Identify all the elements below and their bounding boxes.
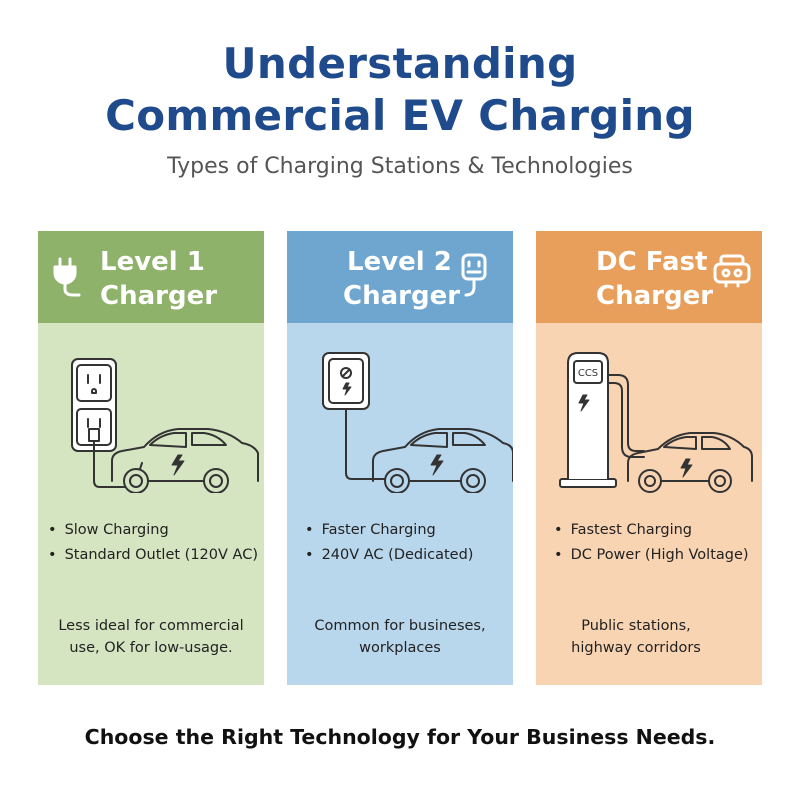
note-line-2: workplaces — [359, 640, 441, 656]
card-title-dc-fast: DC Fast Charger — [596, 245, 713, 313]
bullet-item: 240V AC (Dedicated) — [305, 543, 474, 568]
card-title-line-2: Charger — [596, 281, 714, 311]
bullet-item: DC Power (High Voltage) — [554, 543, 749, 568]
card-title-level-1: Level 1 Charger — [100, 245, 217, 313]
card-title-line-1: Level 1 — [100, 247, 205, 277]
note-line-1: Less ideal for commercial — [58, 618, 244, 634]
card-bullets-level-2: Faster Charging 240V AC (Dedicated) — [305, 518, 474, 568]
card-title-line-2: Charger — [100, 281, 218, 311]
card-bullets-level-1: Slow Charging Standard Outlet (120V AC) — [48, 518, 258, 568]
card-title-line-1: Level 2 — [347, 247, 452, 277]
card-note-dc-fast: Public stations, highway corridors — [536, 615, 736, 659]
station-label: CCS — [578, 368, 598, 379]
title-line-2: Commercial EV Charging — [105, 91, 695, 140]
title-line-1: Understanding — [222, 39, 578, 88]
note-line-1: Public stations, — [581, 618, 691, 634]
wall-charger-car-illustration — [322, 352, 513, 493]
bullet-item: Fastest Charging — [554, 518, 749, 543]
note-line-1: Common for busineses, — [314, 618, 486, 634]
card-header-level-2 — [287, 231, 513, 323]
card-note-level-2: Common for busineses, workplaces — [287, 615, 513, 659]
card-level-2: Level 2 Charger — [287, 231, 513, 685]
bullet-item: Slow Charging — [48, 518, 258, 543]
card-note-level-1: Less ideal for commercial use, OK for lo… — [38, 615, 264, 659]
card-dc-fast: DC Fast Charger — [536, 231, 762, 685]
fast-charging-station-illustration: CCS — [559, 352, 753, 493]
note-line-2: highway corridors — [571, 640, 701, 656]
note-line-2: use, OK for low-usage. — [69, 640, 233, 656]
wall-outlet-car-illustration — [71, 358, 259, 493]
page-title: Understanding Commercial EV Charging — [0, 38, 800, 142]
bullet-item: Faster Charging — [305, 518, 473, 543]
page-subtitle: Types of Charging Stations & Technologie… — [167, 154, 633, 179]
connector-icon — [461, 253, 487, 297]
card-bullets-dc-fast: Fastest Charging DC Power (High Voltage) — [554, 518, 749, 568]
dc-connector-icon — [713, 254, 751, 288]
footer-tagline: Choose the Right Technology for Your Bus… — [84, 725, 716, 749]
card-title-level-2: Level 2 Charger — [343, 245, 461, 313]
card-title-line-2: Charger — [343, 281, 461, 311]
card-level-1: Level 1 Charger Slow Charging — [38, 231, 264, 685]
plug-icon — [53, 257, 81, 297]
bullet-item: Standard Outlet (120V AC) — [48, 543, 258, 568]
card-title-line-1: DC Fast — [596, 247, 708, 277]
